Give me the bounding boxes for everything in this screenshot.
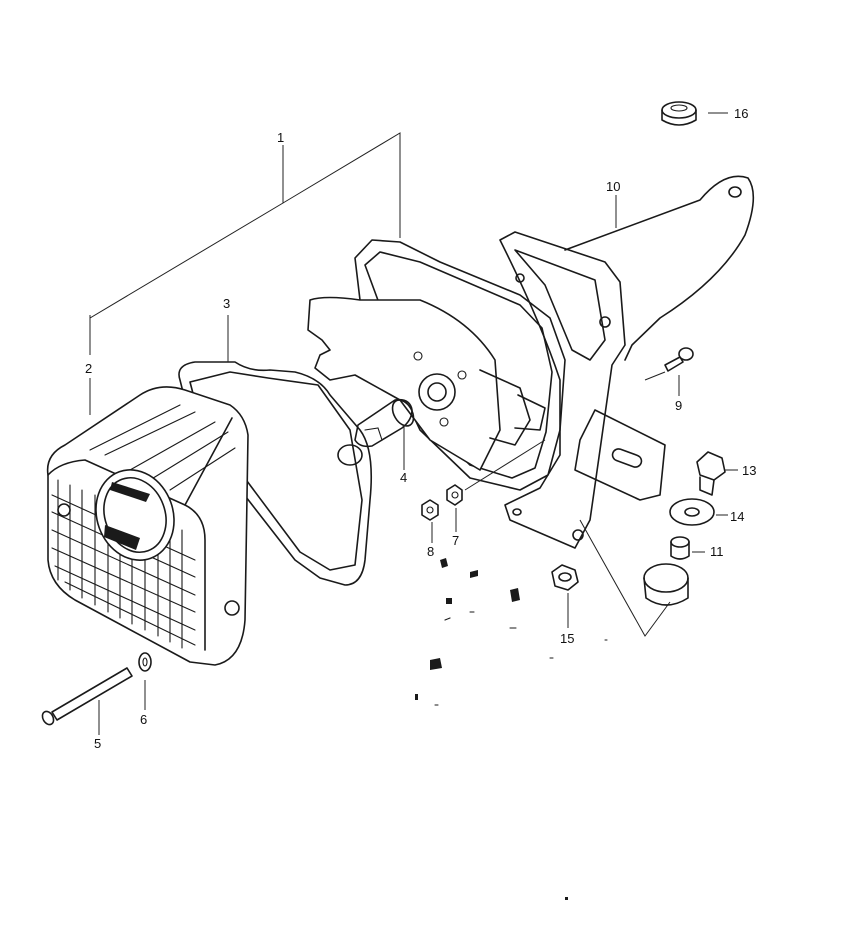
callout-7: 7: [452, 533, 459, 548]
nut-part-7: [446, 484, 463, 506]
callout-6: 6: [140, 712, 147, 727]
washer-part-6: [138, 652, 152, 672]
callout-11: 11: [710, 544, 724, 559]
nut-part-15: [551, 564, 579, 591]
callout-14: 14: [730, 509, 744, 524]
callout-1: 1: [277, 130, 284, 145]
spacer-part-11: [670, 536, 690, 560]
lamp-housing-back: [307, 239, 566, 491]
bracket-part-10: [499, 175, 755, 549]
bulb-part-4: [354, 398, 415, 448]
callout-13: 13: [742, 463, 756, 478]
lens-part-2: [46, 386, 249, 666]
callout-2: 2: [85, 361, 92, 376]
callout-16: 16: [734, 106, 748, 121]
callout-labels: 1 2 3 4 5 6 7 8 9 10 11 13 14 15 16: [85, 106, 756, 751]
callout-9: 9: [675, 398, 682, 413]
screw-part-5: [41, 667, 133, 726]
bolt-part-13: [696, 451, 726, 496]
grommet-part-16: [661, 101, 697, 126]
screw-part-9: [664, 347, 694, 372]
leader-lines: [89, 112, 738, 735]
fastener-marks: [415, 558, 608, 900]
callout-8: 8: [427, 544, 434, 559]
nut-part-8: [421, 499, 439, 521]
callout-3: 3: [223, 296, 230, 311]
callout-15: 15: [560, 631, 574, 646]
washer-part-14: [669, 498, 715, 526]
callout-5: 5: [94, 736, 101, 751]
callout-10: 10: [606, 179, 620, 194]
callout-4: 4: [400, 470, 407, 485]
rubber-grommet: [643, 563, 689, 606]
